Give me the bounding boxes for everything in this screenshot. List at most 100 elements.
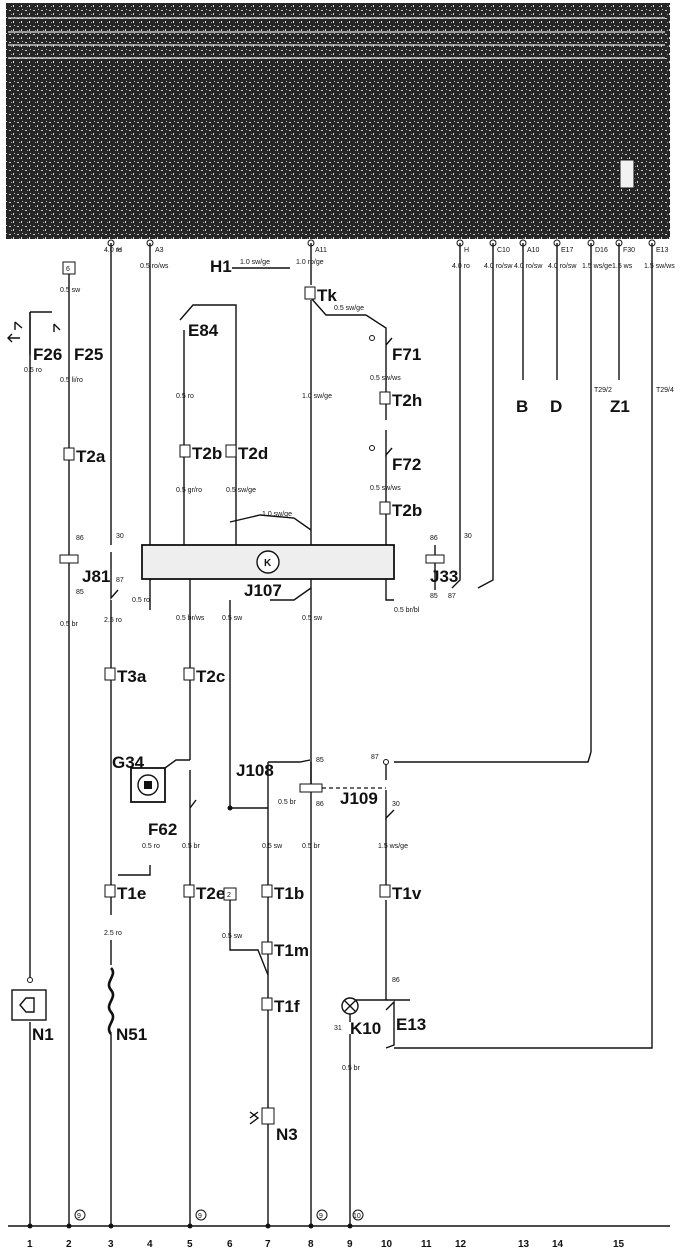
- top-connectors: [107, 239, 656, 247]
- control-unit-k-indicator: [256, 550, 280, 574]
- k-label: K: [264, 558, 272, 569]
- fuse-f25-label: F25: [74, 345, 103, 364]
- t2b-connector: [179, 444, 191, 458]
- circuit-number: 7: [265, 1239, 271, 1250]
- terminal: 30: [392, 801, 400, 808]
- circuit-number: 6: [227, 1239, 233, 1250]
- wire-label: 1.0 sw/ge: [240, 259, 270, 266]
- connector-label: E13: [656, 247, 669, 254]
- wire-label: 1.5 ws/ge: [378, 843, 408, 850]
- t3a-connector: [104, 667, 116, 681]
- circuit-number: 10: [381, 1239, 393, 1250]
- relay-plate-fuse: [619, 159, 635, 189]
- e84-switch: [179, 304, 237, 545]
- h1-label: H1: [210, 257, 232, 276]
- ref-d-label: D: [550, 397, 562, 416]
- wire-label: 0.5 sw/ws: [370, 375, 401, 382]
- j33-label: J33: [430, 567, 458, 586]
- connector-label: F30: [623, 247, 635, 254]
- terminal: 85: [316, 757, 324, 764]
- n1-symbol: [11, 989, 47, 1021]
- terminal: 86: [316, 801, 324, 808]
- ref-mark: 10: [353, 1213, 361, 1220]
- connector-label: C10: [497, 247, 510, 254]
- circuit-numbers: 1 2 3 4 5 6 7 8 9 10 11 12 13 14 15: [27, 1239, 625, 1250]
- j108-label: J108: [236, 761, 274, 780]
- right-columns-wiring: [394, 243, 653, 1049]
- n3-label: N3: [276, 1125, 298, 1144]
- ref-mark: 2: [227, 892, 231, 899]
- terminal: 30: [116, 533, 124, 540]
- n51-label: N51: [116, 1025, 147, 1044]
- wire-label: 0.5 sw/ws: [370, 485, 401, 492]
- ref-b-label: B: [516, 397, 528, 416]
- connector-label: H: [117, 247, 122, 254]
- circuit-number: 8: [308, 1239, 314, 1250]
- wire-label: 2.5 ro: [104, 930, 122, 937]
- k10-lamp: [341, 997, 359, 1015]
- wire-label: 0.5 sw: [60, 287, 81, 294]
- t1m-connector: [261, 941, 273, 955]
- terminal: 86: [392, 977, 400, 984]
- t1m-label: T1m: [274, 941, 309, 960]
- circuit-number: 4: [147, 1239, 153, 1250]
- j107-label: J107: [244, 581, 282, 600]
- j109-relay: [299, 762, 386, 793]
- connector-label: A3: [155, 247, 164, 254]
- column-8-wiring: [229, 243, 366, 1229]
- terminal: 87: [448, 593, 456, 600]
- wire-label: 0.5 ro/ws: [140, 263, 169, 270]
- ref-z1-label: Z1: [610, 397, 630, 416]
- t2d-connector: [225, 444, 237, 458]
- f72-label: F72: [392, 455, 421, 474]
- tk-label: Tk: [317, 286, 337, 305]
- t1b-connector: [261, 884, 273, 898]
- circuit-number: 11: [421, 1239, 432, 1250]
- t2a-label: T2a: [76, 447, 106, 466]
- t2h-label: T2h: [392, 391, 422, 410]
- wire-label: 4.0 ro: [452, 263, 470, 270]
- wire-label: 1.0 ro/ge: [296, 259, 324, 266]
- connector-label: A11: [315, 247, 327, 254]
- j81-label: J81: [82, 567, 110, 586]
- wire-label: 4.0 ro/sw: [548, 263, 577, 270]
- t2e-label: T2e: [196, 884, 225, 903]
- column-2-wiring: [53, 261, 76, 1229]
- circuit-number: 12: [455, 1239, 467, 1250]
- circuit-number: 9: [347, 1239, 353, 1250]
- t2h-connector: [379, 391, 391, 405]
- t1v-label: T1v: [392, 884, 422, 903]
- k10-label: K10: [350, 1019, 381, 1038]
- terminal: 87: [116, 577, 124, 584]
- ref-mark: 9: [198, 1213, 202, 1220]
- wire-label: 0.5 sw/ge: [226, 487, 256, 494]
- t2b-label: T2b: [392, 501, 422, 520]
- column-10-wiring: [347, 751, 592, 1229]
- t3a-label: T3a: [117, 667, 147, 686]
- column-3-wiring: [107, 243, 151, 1229]
- n1-label: N1: [32, 1025, 54, 1044]
- circuit-number: 14: [552, 1239, 564, 1250]
- t1f-connector: [261, 997, 273, 1011]
- wire-label: 0.5 sw: [262, 843, 283, 850]
- wire-label: 0.5 li/ro: [60, 377, 83, 384]
- connector-label: A10: [527, 247, 540, 254]
- column-6-wiring: [223, 600, 269, 976]
- wire-label: 0.5 br: [60, 621, 79, 628]
- wire-label: 0.5 sw: [302, 615, 323, 622]
- t2e-connector: [183, 884, 195, 898]
- t2a-connector: [63, 447, 75, 461]
- wire-label: 1.5 ws: [612, 263, 633, 270]
- wire-label: 1.5 ws/ge: [582, 263, 612, 270]
- connector-label: H: [464, 247, 469, 254]
- circuit-number: 1: [27, 1239, 33, 1250]
- ref-mark: 9: [77, 1213, 81, 1220]
- j109-label: J109: [340, 789, 378, 808]
- wire-label: 1.0 sw/ge: [262, 511, 292, 518]
- connector-label: D16: [595, 247, 608, 254]
- wire-label: 0.5 br: [342, 1065, 361, 1072]
- n3-valve: [249, 1107, 275, 1125]
- wire-label: 0.5 br/bl: [394, 607, 420, 614]
- wire-label: 0.5 sw/ge: [334, 305, 364, 312]
- wire-label: 0.5 ro: [142, 843, 160, 850]
